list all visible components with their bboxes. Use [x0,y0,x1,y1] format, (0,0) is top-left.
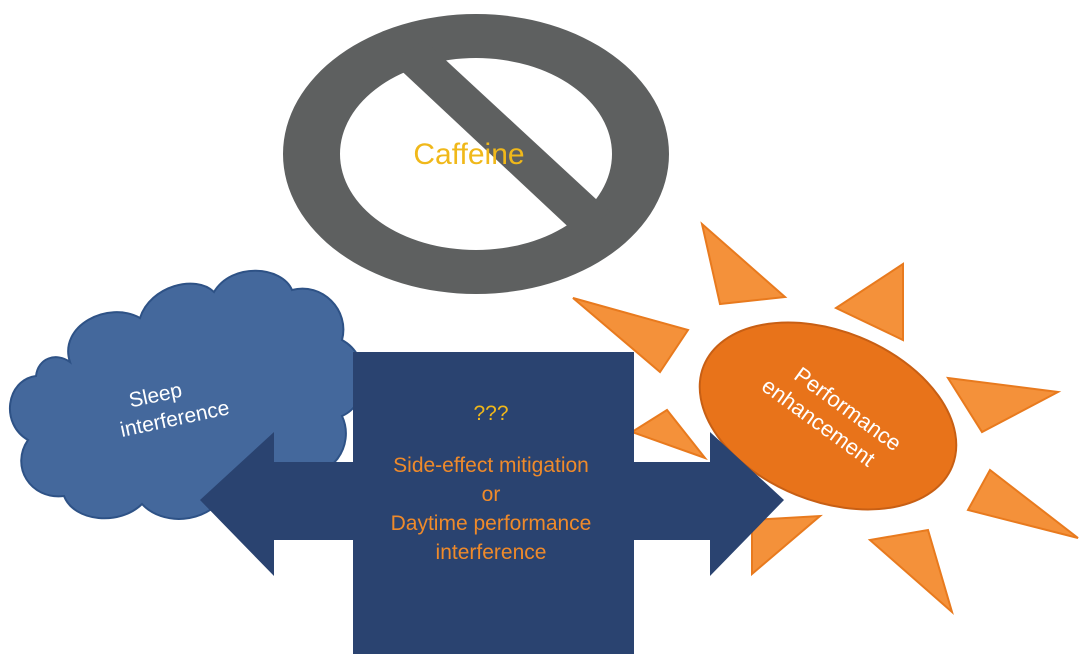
sun-ray [867,528,954,616]
sun-rays [572,221,1079,616]
center-line-2: or [482,483,501,506]
question-marks: ??? [473,402,508,425]
sun-ray [700,221,788,306]
sun-ray [572,297,690,374]
center-box [353,352,634,654]
sun-ray [751,514,823,577]
sun-ray [966,468,1079,539]
center-line-3: Daytime performance [391,512,592,535]
center-line-1: Side-effect mitigation [393,454,589,477]
no-sign-slash [392,40,610,236]
sun-ray [946,376,1062,434]
sun-ray [833,262,904,342]
caffeine-label: Caffeine [413,138,524,171]
no-sign [283,14,669,294]
sun-body [698,321,958,511]
sun-ray [629,408,708,461]
center-line-4: interference [436,541,547,564]
